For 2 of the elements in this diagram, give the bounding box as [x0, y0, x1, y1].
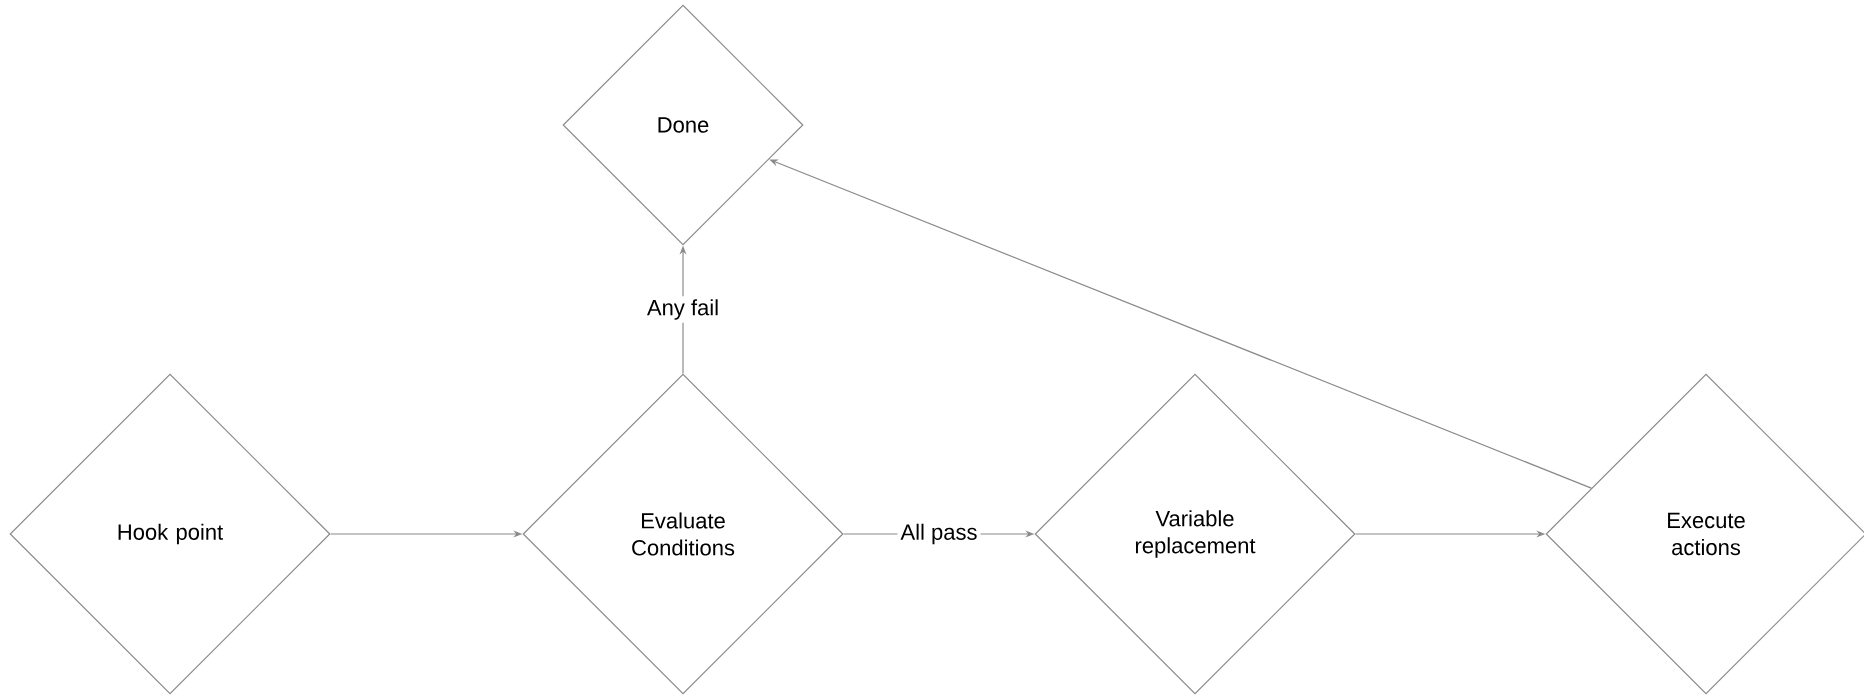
edge-label: All pass: [897, 520, 981, 548]
edge-label: Any fail: [643, 296, 723, 323]
